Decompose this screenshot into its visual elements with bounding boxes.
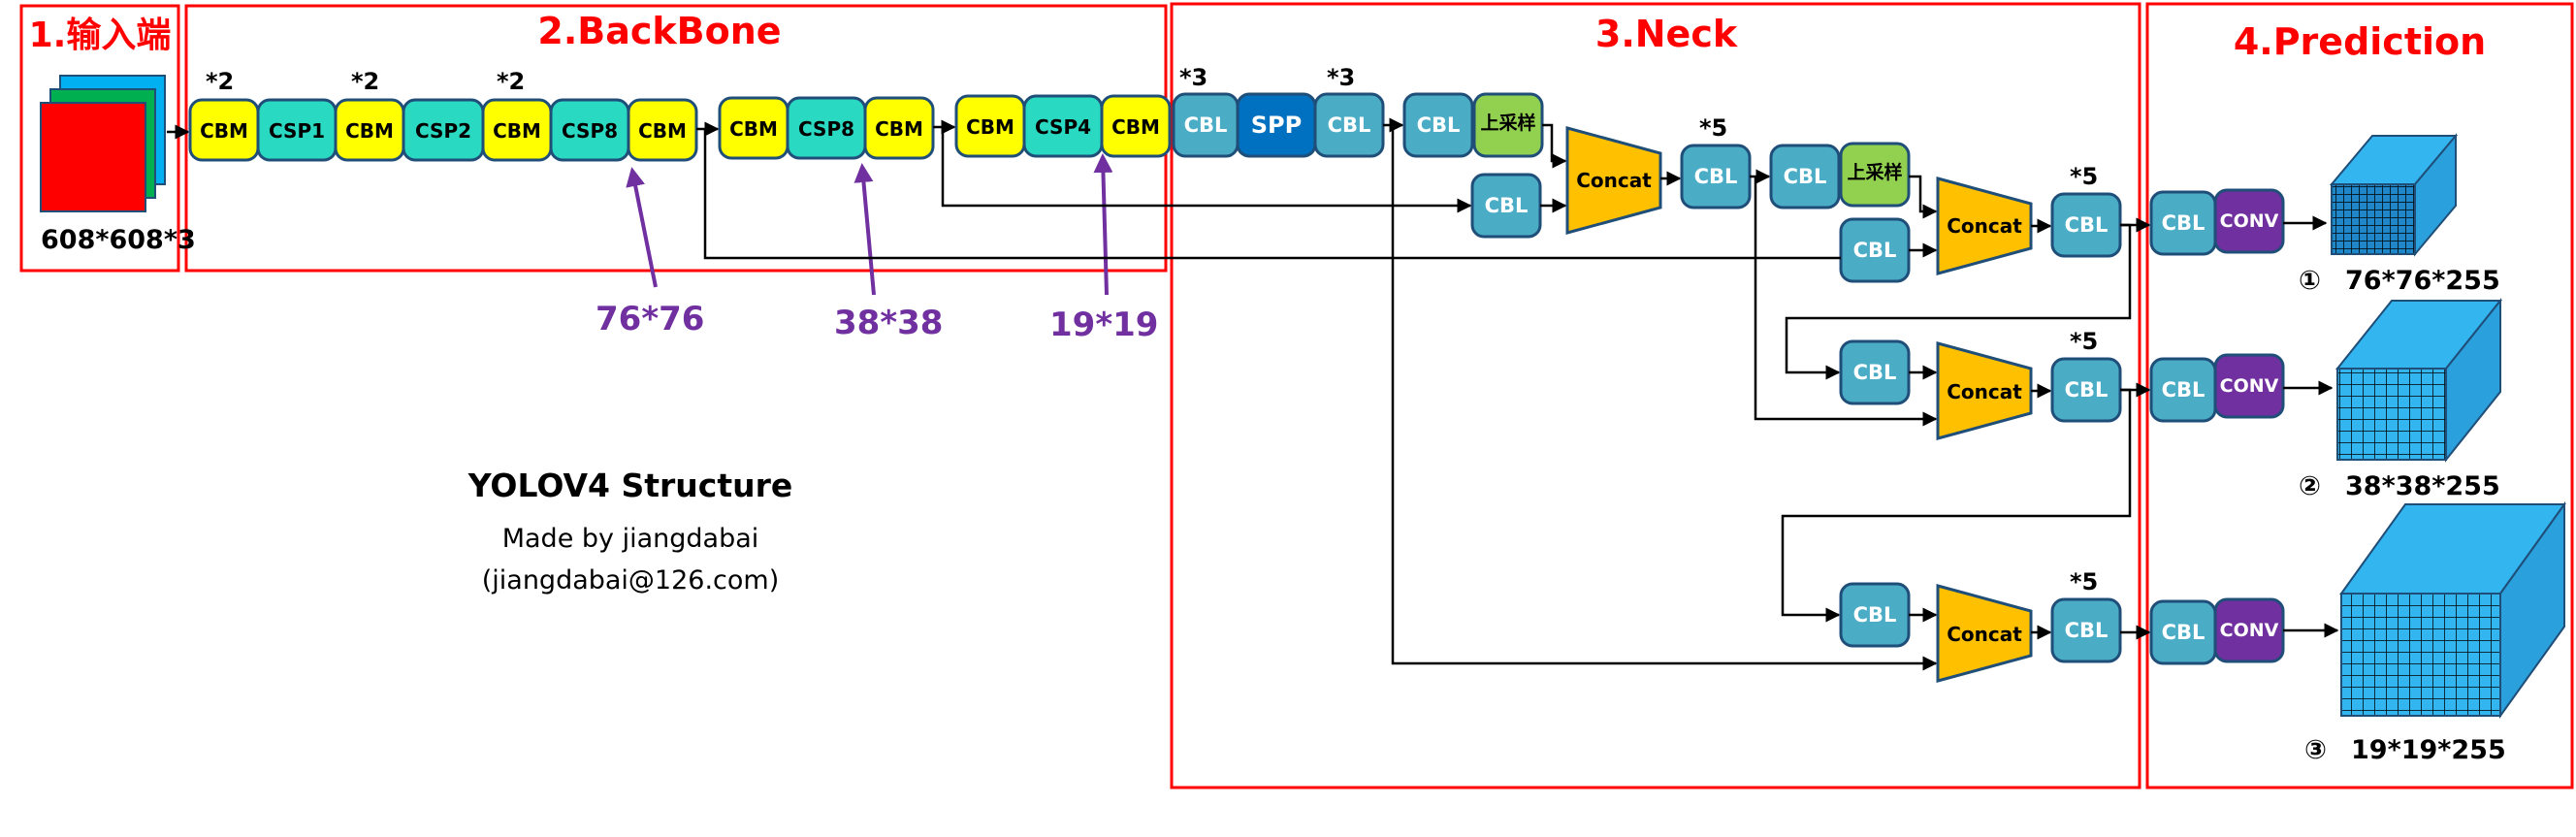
concat-label: Concat: [1947, 214, 2022, 238]
cbl-label: CBL: [2162, 621, 2206, 644]
multiplier-label: *5: [1699, 114, 1727, 142]
output-index: ②: [2299, 471, 2321, 501]
cbl-label: CBL: [1853, 361, 1897, 384]
block-cbm-label: CBM: [200, 119, 248, 143]
output-cube-38: [2334, 298, 2503, 463]
cbl-block: [1402, 92, 1474, 158]
block-cbm-label: CBM: [875, 117, 923, 141]
block-cbm-label: CBM: [493, 119, 541, 143]
block-cbm-label: CBM: [729, 117, 778, 141]
neck-section-title: 3.Neck: [1595, 13, 1738, 55]
dim-label-19: 19*19: [1049, 306, 1158, 344]
multiplier-label: *5: [2070, 328, 2098, 355]
upsample-label: 上采样: [1480, 112, 1535, 134]
spp-label: SPP: [1251, 112, 1302, 139]
cbl-label: CBL: [2065, 213, 2109, 237]
input-size-label: 608*608*3: [41, 225, 196, 255]
multiplier-label: *2: [497, 68, 525, 95]
multiplier-label: *2: [351, 68, 379, 95]
multiplier-label: *5: [2070, 568, 2098, 596]
cbl-label: CBL: [2065, 619, 2109, 642]
conv-block: [2213, 353, 2285, 419]
cbl-label: CBL: [1784, 165, 1827, 188]
concat-label: Concat: [1947, 623, 2022, 646]
diagram-author: Made by jiangdabai: [502, 524, 759, 554]
dim-label-76: 76*76: [596, 300, 704, 338]
concat-block: [1936, 584, 2033, 683]
cbl-label: CBL: [1853, 603, 1897, 627]
concat-block: [1936, 341, 2033, 440]
concat-block: [1936, 177, 2033, 275]
cbl-block: [1769, 144, 1841, 209]
output-label: 76*76*255: [2345, 266, 2500, 296]
cbl-label: CBL: [2065, 378, 2109, 402]
cbl-label: CBL: [2162, 211, 2206, 235]
block-csp4-label: CSP4: [1035, 115, 1091, 139]
cbl-block: [2050, 597, 2122, 663]
dim-label-38: 38*38: [834, 304, 943, 342]
block-cbm-label: CBM: [638, 119, 687, 143]
backbone-section-title: 2.BackBone: [537, 10, 781, 52]
diagram-email: (jiangdabai@126.com): [482, 565, 780, 596]
block-cbm-label: CBM: [345, 119, 394, 143]
cbl-label: CBL: [1328, 113, 1371, 137]
conv-label: CONV: [2220, 620, 2279, 641]
block-csp8-label: CSP8: [798, 117, 854, 141]
conv-label: CONV: [2220, 210, 2279, 232]
backbone-blocks: CBM CSP1 CBM CSP2 CBM CSP8 CBM CBM CSP8 …: [188, 94, 1172, 162]
conv-block: [2213, 188, 2285, 254]
cbl-label: CBL: [2162, 378, 2206, 402]
output-cube-76: [2329, 133, 2459, 257]
block-csp8-label: CSP8: [562, 119, 618, 143]
cbl-label: CBL: [1694, 165, 1738, 188]
concat-block: [1565, 126, 1662, 235]
conv-label: CONV: [2220, 375, 2279, 397]
block-cbm-label: CBM: [966, 115, 1014, 139]
prediction-section-title: 4.Prediction: [2234, 20, 2486, 63]
multiplier-label: *3: [1179, 64, 1208, 91]
output-label: 19*19*255: [2351, 735, 2506, 765]
cbl-label: CBL: [1853, 239, 1897, 262]
dim-arrow-38: [853, 163, 876, 296]
dim-arrow-19: [1093, 153, 1113, 296]
output-index: ③: [2304, 735, 2327, 765]
cbl-label: CBL: [1485, 194, 1529, 217]
multiplier-label: *3: [1327, 64, 1355, 91]
input-section-title: 1.输入端: [29, 16, 172, 55]
input-image-icon: [40, 75, 166, 212]
multiplier-label: *2: [206, 68, 234, 95]
output-label: 38*38*255: [2345, 471, 2500, 501]
multiplier-label: *5: [2070, 163, 2098, 190]
diagram-title: YOLOV4 Structure: [467, 467, 793, 504]
block-csp1-label: CSP1: [269, 119, 325, 143]
concat-label: Concat: [1576, 169, 1652, 192]
cbl-label: CBL: [1184, 113, 1228, 137]
dim-arrow-76: [626, 167, 658, 288]
block-cbm: [1100, 94, 1172, 158]
cbl-label: CBL: [1417, 113, 1461, 137]
upsample-label: 上采样: [1847, 161, 1902, 183]
block-csp2-label: CSP2: [415, 119, 471, 143]
block-cbm-label: CBM: [1111, 115, 1160, 139]
concat-label: Concat: [1947, 380, 2022, 403]
upsample-block: [1839, 142, 1911, 208]
output-index: ①: [2299, 266, 2321, 296]
output-cube-19: [2339, 500, 2566, 720]
